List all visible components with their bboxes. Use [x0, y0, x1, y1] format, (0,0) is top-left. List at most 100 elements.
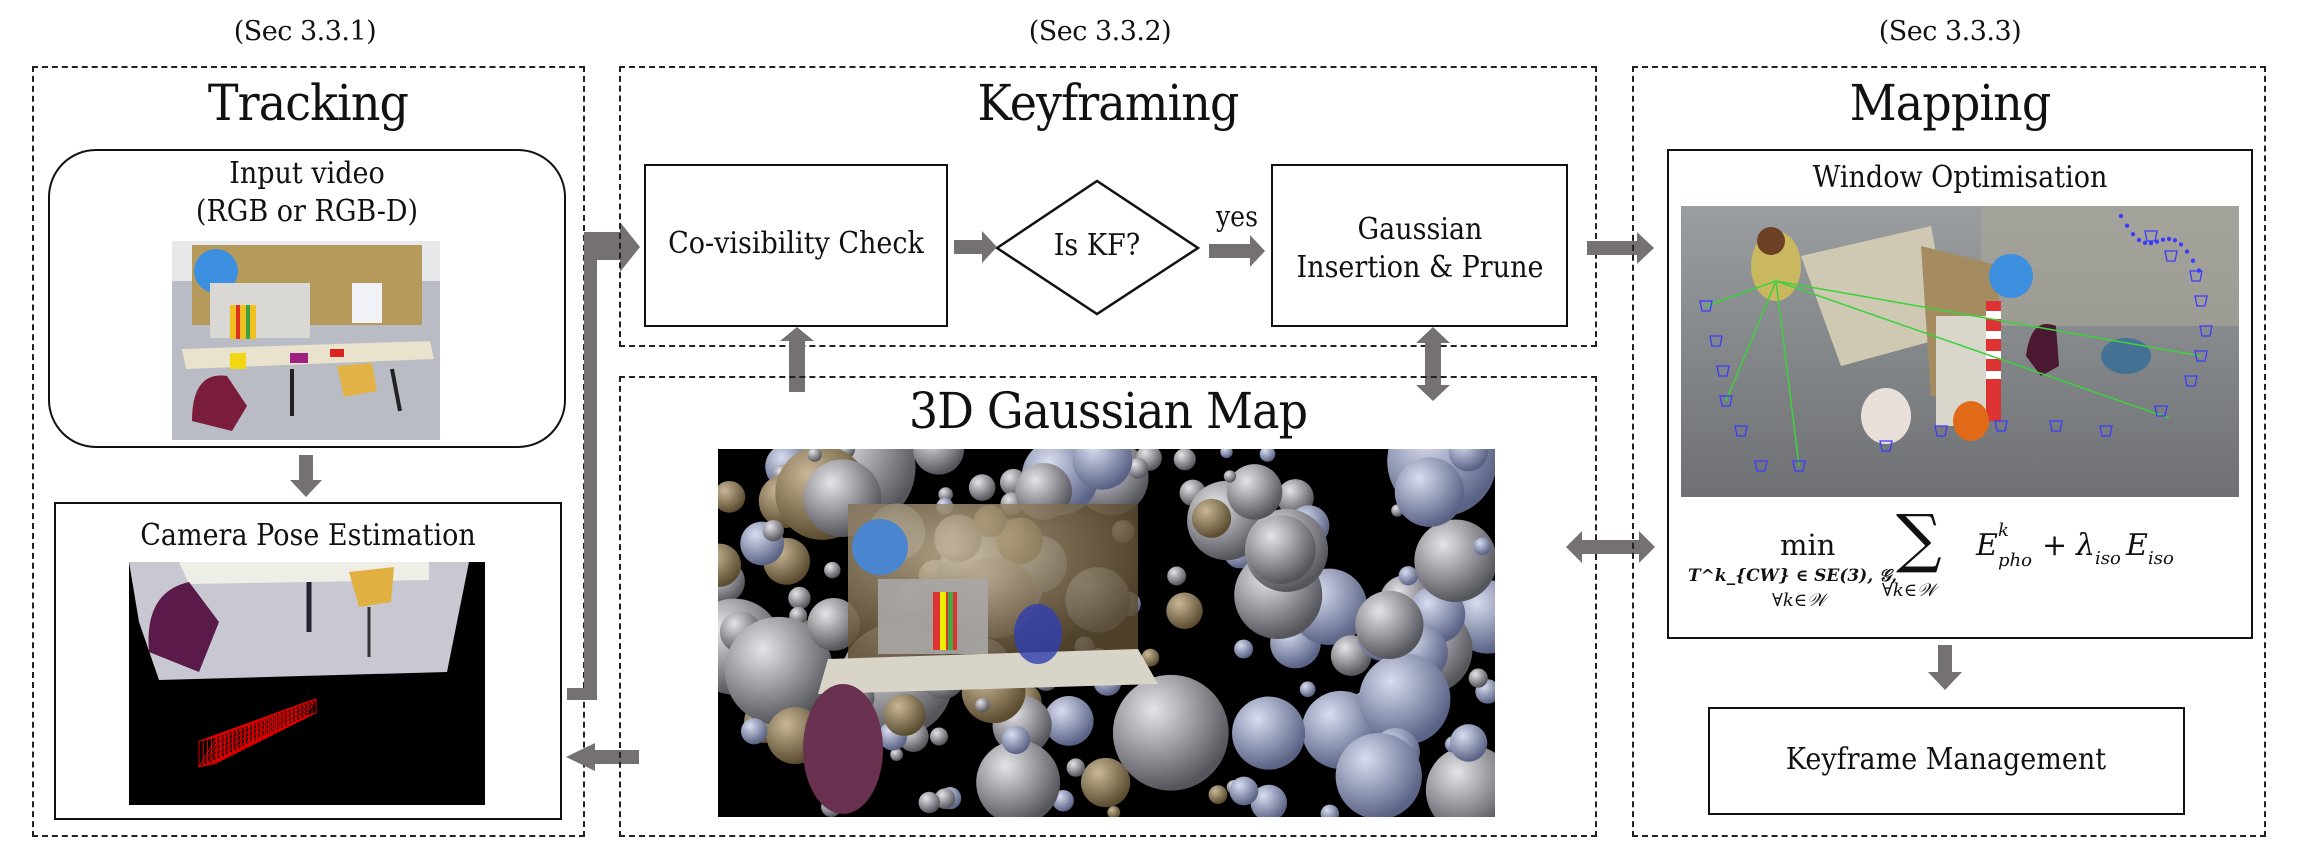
gaussian-blob [762, 519, 784, 542]
gaussian-blob [1425, 745, 1495, 817]
gaussian-blob [1247, 515, 1316, 585]
gaussian-blob [1066, 758, 1085, 777]
trajectory-dot [2118, 213, 2124, 219]
keyframe-frustum [2164, 250, 2178, 262]
mapping-section-ref: (Sec 3.3.3) [1878, 16, 2022, 47]
tracking-section-ref: (Sec 3.3.1) [233, 16, 377, 47]
gaussian-blob [1127, 458, 1149, 479]
keyframing-panel [619, 66, 1597, 347]
covisibility-check-box[interactable] [644, 164, 948, 327]
keyframe-frustum [2194, 350, 2208, 362]
gaussian-map-panel [619, 376, 1597, 837]
covisibility-lines [1705, 280, 2202, 467]
gaussian-blob [1473, 537, 1492, 556]
gaussian-blob [968, 474, 996, 501]
gaussian-blob [890, 748, 903, 762]
gaussian-insertion-label-1: Gaussian [1357, 212, 1483, 247]
mapping-title: Mapping [1849, 74, 2052, 132]
formula-ephoto-sub: pho [1998, 550, 2032, 571]
gaussian-blob [788, 586, 811, 610]
desk-top [818, 649, 1158, 694]
gaussian-blob [1299, 681, 1316, 698]
trajectory-frame [232, 724, 250, 752]
formula-min: min [1780, 528, 1836, 562]
keyframe-management-box[interactable] [1708, 707, 2185, 815]
trajectory-dot [2130, 231, 2136, 237]
window-keyframes-image [1681, 206, 2239, 497]
gaussian-blob [1232, 696, 1306, 770]
gaussian-insertion-box[interactable] [1271, 164, 1568, 327]
gaussian-blob [929, 727, 949, 746]
input-video-sublabel: (RGB or RGB-D) [195, 194, 419, 229]
red-wireframe-trajectory [198, 698, 317, 768]
decision-label: Is KF? [1053, 228, 1141, 263]
gaussian-blob [1448, 449, 1488, 472]
trajectory-frame-diagonal [295, 701, 309, 722]
trajectory-frame-diagonal [286, 704, 301, 726]
gaussian-blob [718, 543, 742, 587]
trajectory-frame-diagonal [265, 712, 281, 736]
keyframe-frustum [1719, 395, 1733, 407]
gaussian-blob [1112, 674, 1229, 791]
camera-pose-label: Camera Pose Estimation [140, 518, 476, 553]
trajectory-dot [2190, 258, 2196, 263]
trajectory-dot [2172, 238, 2178, 243]
tracking-title: Tracking [207, 74, 409, 132]
trajectory-dot [2148, 241, 2154, 246]
trajectory-dot [2178, 242, 2184, 247]
gaussian-blob [1414, 519, 1495, 602]
covisibility-check-label: Co-visibility Check [668, 226, 924, 261]
keyframe-frustum [2194, 295, 2208, 307]
trajectory-dot [2184, 249, 2190, 254]
gaussian-blob [1001, 725, 1031, 755]
gaussian-blob [1234, 639, 1254, 659]
gaussian-blob [918, 791, 940, 814]
gaussian-map-title: 3D Gaussian Map [908, 382, 1308, 440]
trajectory-frame-diagonal [303, 698, 317, 718]
covisibility-line [1705, 280, 1777, 307]
gaussian-blob [1223, 470, 1237, 483]
gaussian-blob [1468, 668, 1488, 688]
trajectory-frame-diagonal [274, 709, 289, 732]
trajectory-frame-diagonal [282, 706, 297, 728]
gaussian-blob [1359, 653, 1451, 745]
gaussian-blob [1320, 804, 1340, 817]
formula-sum-sub: ∀k∈𝒲 [1882, 580, 1936, 601]
trajectory-dot [2136, 237, 2142, 243]
input-rgb-frame-image [172, 241, 440, 440]
gaussian-blob [975, 698, 990, 713]
trajectory-frame-diagonal [269, 710, 285, 734]
formula-eiso: E [2126, 528, 2148, 563]
keyframe-frustum [1792, 460, 1806, 472]
gaussian-blob [1072, 449, 1133, 490]
keyframe-frustum [1879, 440, 1893, 452]
gaussian-blob [807, 598, 861, 651]
keyframe-frustum [1994, 420, 2008, 432]
formula-plus: + [2042, 528, 2068, 563]
trajectory-frame-diagonal [261, 713, 277, 738]
keyframe-frustum [2154, 405, 2168, 417]
keyframe-frustum [1699, 300, 1713, 312]
gaussian-blob [1335, 732, 1422, 817]
globe-blob [852, 519, 908, 575]
gaussian-blob [938, 487, 953, 502]
formula-sum: ∑ [1896, 502, 1942, 576]
mapping-panel [1632, 66, 2266, 837]
gaussian-blob [1449, 724, 1488, 762]
gaussian-blob [724, 616, 834, 726]
gaussian-blob [1167, 566, 1187, 586]
trajectory-frame-diagonal [278, 707, 293, 730]
gaussian-blob [912, 449, 965, 475]
trajectory-frame-diagonal [299, 700, 313, 720]
gaussian-blob [1259, 449, 1276, 462]
gaussian-blob [807, 449, 822, 462]
formula-ephoto-sup: k [1998, 520, 2009, 541]
gaussian-blob [1107, 806, 1121, 817]
trajectory-dot [2124, 223, 2130, 228]
gaussian-blob [1191, 498, 1232, 538]
keyframe-management-label: Keyframe Management [1785, 742, 2107, 777]
trajectory-frame [202, 734, 222, 766]
gaussian-blob [1043, 696, 1094, 746]
covisibility-line [1725, 280, 1777, 402]
camera-trajectory-image [129, 562, 485, 805]
